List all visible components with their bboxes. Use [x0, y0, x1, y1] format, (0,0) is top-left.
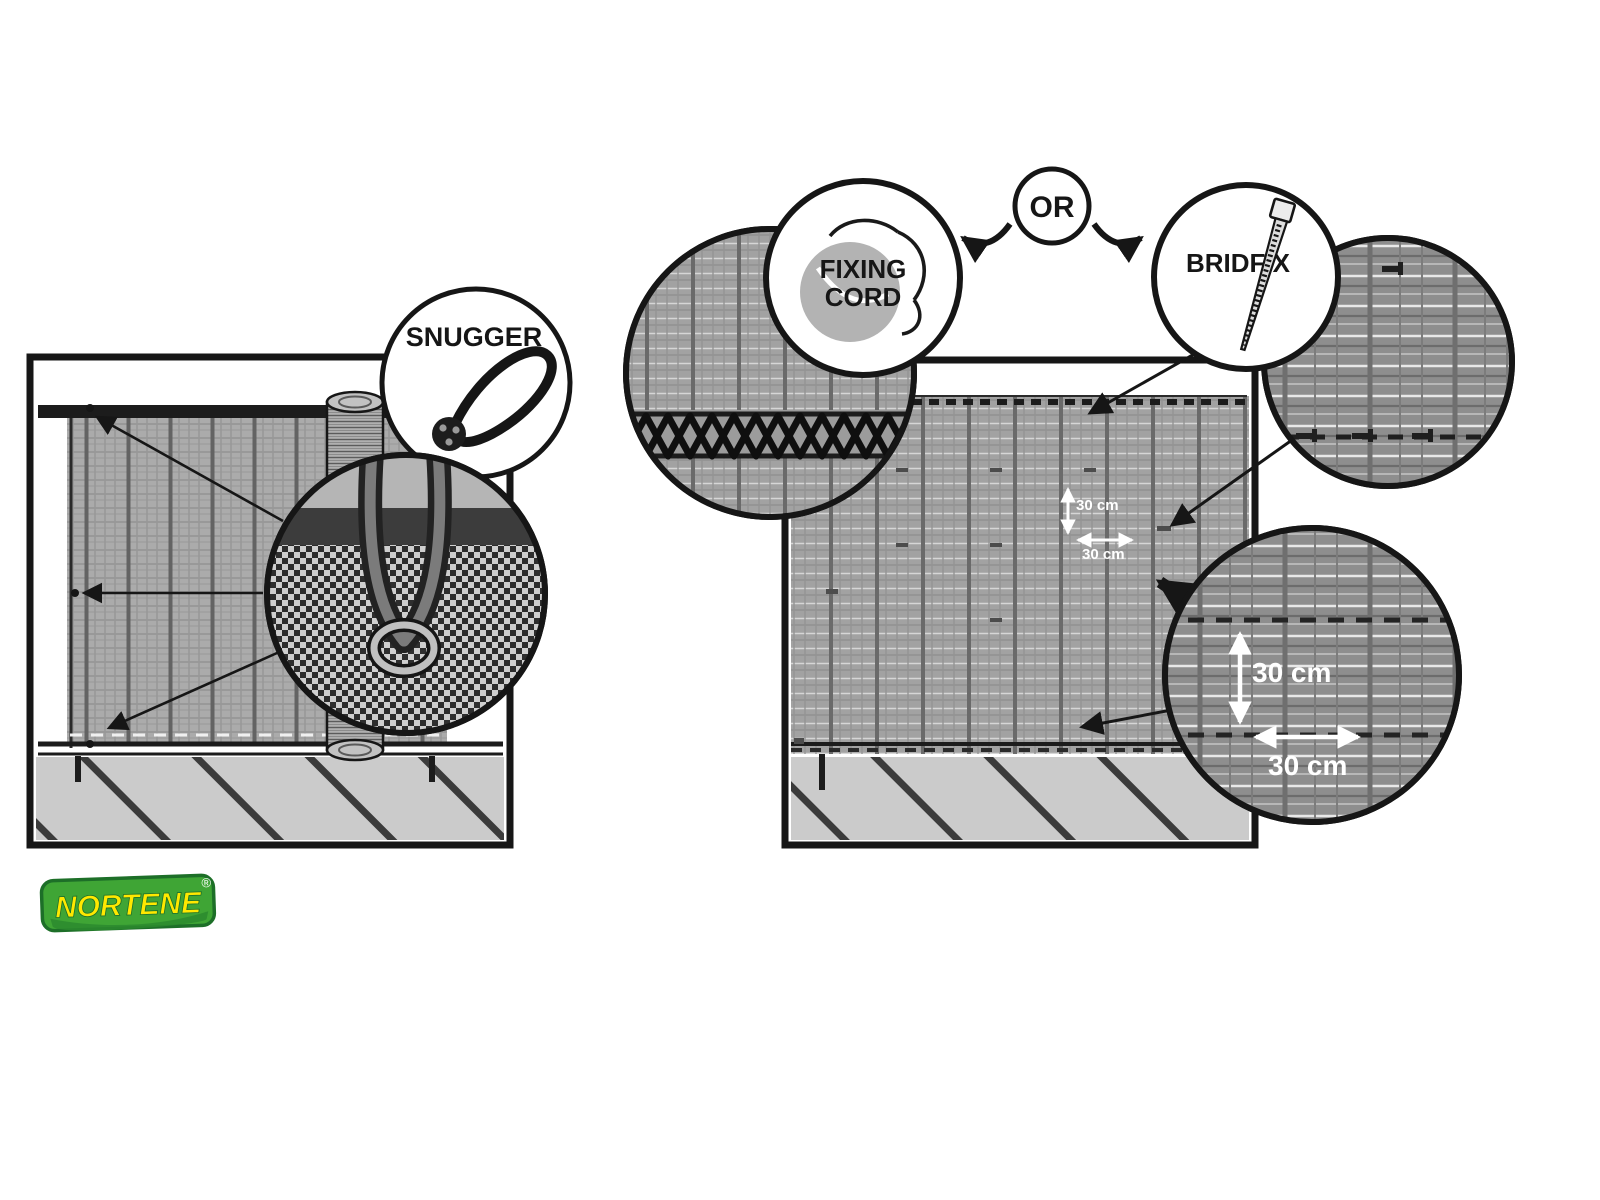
snugger-callout: SNUGGER: [379, 286, 573, 480]
mesh-fastener-ticks: [794, 468, 1171, 744]
cord-lacing-zigzag: [626, 412, 914, 460]
fixing-cord-label-line1: FIXING: [820, 254, 907, 284]
small-vertical-dim-label: 30 cm: [1076, 497, 1119, 514]
left-ground-hatch: [36, 757, 504, 840]
or-choice: OR: [960, 166, 1144, 264]
bridfix-callout: BRIDFIX: [1151, 182, 1341, 372]
snugger-label: SNUGGER: [406, 322, 543, 352]
fixing-cord-icon: [800, 218, 927, 342]
bridfix-ties: [1296, 262, 1433, 442]
large-vertical-dim-label: 30 cm: [1252, 657, 1331, 688]
snugger-tool-icon: [432, 346, 557, 451]
or-arrow-left: [960, 222, 1013, 264]
spacing-zoom-circle: 30 cm 30 cm: [1162, 525, 1462, 825]
small-horizontal-dim-label: 30 cm: [1082, 546, 1125, 563]
large-horizontal-dim-label: 30 cm: [1268, 750, 1347, 781]
snugger-loop-zoom: [358, 455, 452, 678]
fixing-cord-label-line2: CORD: [825, 282, 902, 312]
nortene-logo: NORTENE ®: [39, 873, 217, 933]
cable-tie-icon: [1239, 197, 1297, 352]
fixing-cord-callout: FIXING CORD: [763, 178, 963, 378]
or-label: OR: [1030, 191, 1075, 224]
registered-mark: ®: [201, 875, 212, 890]
snugger-zoom-circle: [264, 452, 548, 736]
small-spacing-annotation: 30 cm 30 cm: [1060, 487, 1134, 563]
left-pointer-arrows: [81, 415, 284, 731]
brand-name: NORTENE: [54, 886, 202, 924]
right-ground-hatch: [791, 757, 1249, 840]
or-badge: [1012, 166, 1092, 246]
spacing-dimension-arrows: 30 cm 30 cm: [1228, 631, 1361, 781]
or-arrow-right: [1091, 222, 1144, 264]
